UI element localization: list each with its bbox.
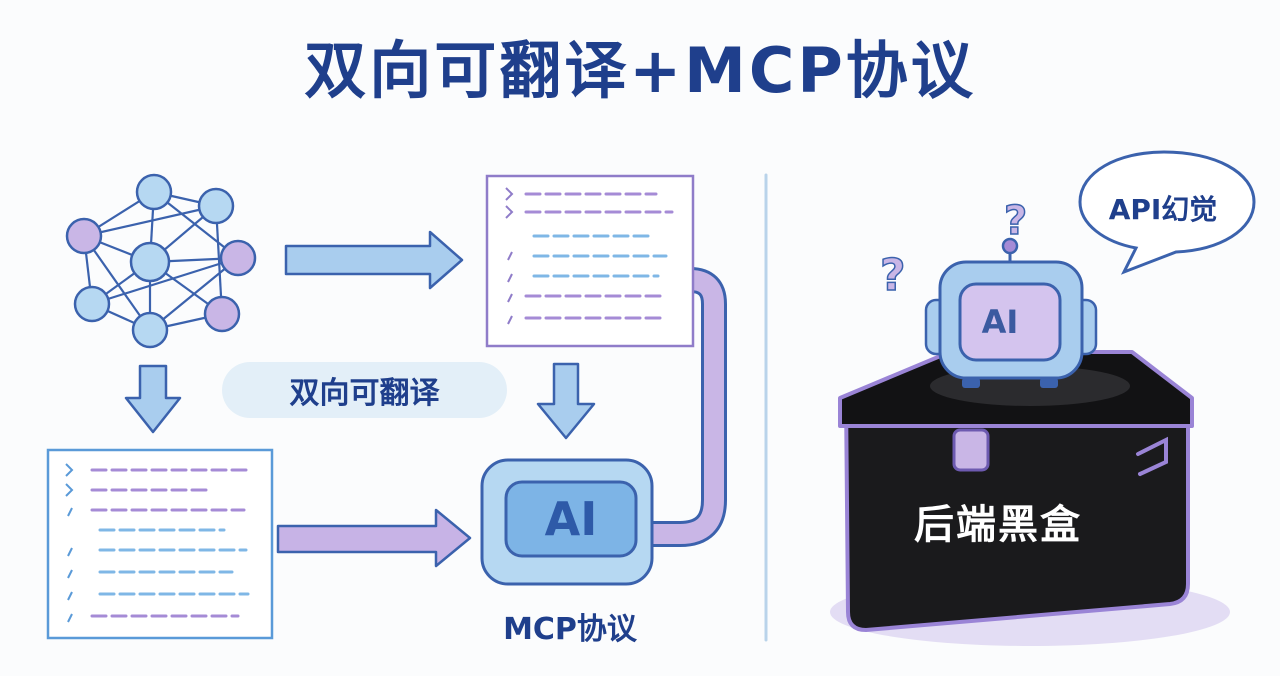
- speech-bubble: [1078, 150, 1256, 275]
- code-document-top: [485, 174, 695, 348]
- robot-screen-label: AI: [981, 303, 1019, 341]
- connector-pipe-fill: [648, 270, 724, 544]
- bidirectional-label: 双向可翻译: [222, 362, 507, 418]
- question-mark-icon: ?: [1004, 198, 1027, 244]
- neural-network-icon: [65, 173, 257, 349]
- question-mark-icon: ?: [880, 250, 906, 301]
- robot-icon: [924, 237, 1098, 388]
- arrow-right-icon: [276, 508, 472, 568]
- backend-blackbox-label: 后端黑盒: [914, 502, 1082, 548]
- arrow-down-icon: [124, 364, 182, 434]
- ai-chip-icon: [480, 458, 654, 586]
- black-box-icon: [830, 350, 1230, 646]
- arrow-down-icon: [536, 362, 596, 440]
- mcp-protocol-label: MCP协议: [503, 612, 637, 647]
- api-hallucination-label: API幻觉: [1108, 193, 1218, 226]
- code-document-bottom: [46, 448, 274, 640]
- ai-chip-label: AI: [544, 492, 598, 546]
- arrow-right-icon: [284, 230, 464, 290]
- page-title: 双向可翻译+MCP协议: [304, 34, 976, 107]
